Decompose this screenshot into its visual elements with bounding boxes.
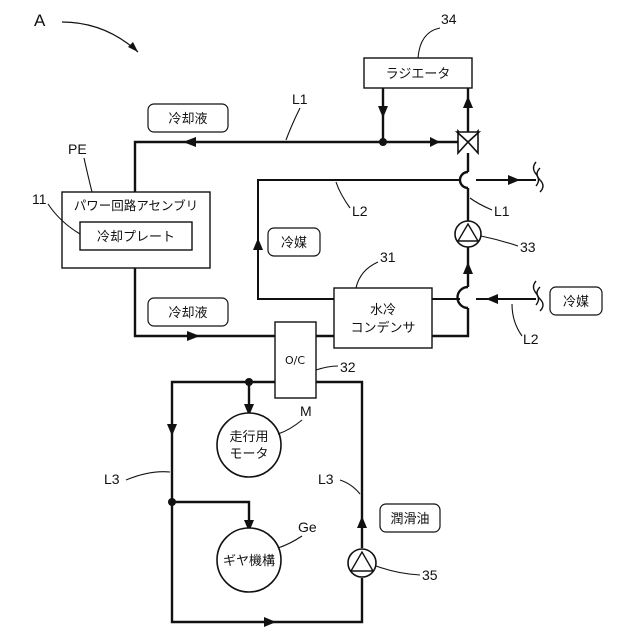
ref-condenser: 31 — [380, 249, 396, 265]
ref-l1-top: L1 — [292, 91, 308, 107]
ref-l3-right: L3 — [318, 471, 334, 487]
leader-l3-left — [126, 472, 170, 480]
lube-oil-label: 潤滑油 — [390, 512, 429, 527]
l3-junction-top — [245, 378, 253, 386]
leader-oc — [316, 366, 338, 370]
leader-l2-right — [512, 304, 522, 336]
leader-condenser — [356, 262, 378, 288]
leader-gear — [278, 536, 302, 548]
l2-break-bottom — [534, 281, 539, 305]
leader-l2-mid — [336, 182, 350, 208]
l1-flow-arrow-top — [183, 137, 196, 147]
oil-cooler-label: O/C — [285, 354, 305, 367]
ref-assembly: 11 — [32, 191, 47, 207]
figure-label: A — [34, 11, 46, 30]
l2-out-arrow — [508, 175, 520, 185]
ref-pump-35: 35 — [422, 567, 438, 583]
leader-l1-top — [286, 108, 300, 140]
condenser-box — [334, 288, 432, 348]
l1-junction-dot — [379, 138, 387, 146]
ref-l2-mid: L2 — [352, 203, 368, 219]
three-way-valve — [457, 131, 479, 153]
l2-in-arrow — [486, 294, 498, 304]
travel-motor — [217, 413, 281, 477]
ref-radiator: 34 — [441, 11, 457, 27]
l3-bottom-arrow — [264, 617, 276, 627]
motor-label-line2: モータ — [229, 447, 268, 462]
condenser-label-line1: 水冷 — [370, 303, 396, 318]
condenser-label-line2: コンデンサ — [350, 320, 415, 336]
l1-crossover-hop-upper — [460, 172, 468, 188]
l1-flow-arrow-to-junction — [430, 137, 440, 147]
ref-oc: 32 — [340, 359, 356, 375]
gear-label: ギヤ機構 — [223, 554, 275, 569]
l1-top-line — [135, 142, 458, 192]
refrigerant-left-label: 冷媒 — [281, 236, 307, 251]
ref-l1-right: L1 — [494, 203, 510, 219]
l2-break-top — [534, 162, 539, 186]
radiator-label: ラジエータ — [386, 67, 451, 82]
leader-l1-right — [470, 198, 492, 210]
ref-gear: Ge — [298, 519, 317, 535]
leader-radiator — [418, 28, 440, 58]
valve-up-arrow — [463, 96, 473, 108]
ref-pump-33: 33 — [520, 239, 536, 255]
coolant-bottom-label: 冷却液 — [168, 306, 207, 321]
ref-motor: M — [300, 403, 312, 419]
leader-pe — [84, 158, 92, 192]
radiator-down-arrow — [378, 106, 388, 118]
cooling-plate-label: 冷却プレート — [97, 230, 175, 245]
leader-pump-33 — [481, 236, 518, 246]
l3-to-gear — [172, 502, 249, 526]
l1-crossover-hop-lower — [458, 287, 468, 308]
ref-pe: PE — [68, 141, 87, 157]
coolant-top-label: 冷却液 — [168, 112, 207, 127]
l1-flow-arrow-bottom — [187, 331, 200, 341]
l2-up-arrow — [253, 238, 263, 250]
refrigerant-right-label: 冷媒 — [563, 295, 589, 310]
l3-junction-left — [168, 498, 176, 506]
ref-l2-right: L2 — [523, 331, 539, 347]
l3-right-up — [316, 382, 362, 548]
l1-up-arrow-lower — [463, 262, 473, 274]
motor-label-line1: 走行用 — [229, 430, 268, 445]
leader-motor — [278, 420, 302, 434]
l3-down-arrow — [167, 424, 177, 436]
leader-pump-35 — [376, 566, 420, 575]
l3-up-arrow — [357, 516, 367, 528]
power-circuit-assembly-label: パワー回路アセンブリ — [74, 198, 198, 213]
figure-label-arrowhead — [128, 42, 138, 52]
ref-l3-left: L3 — [104, 471, 120, 487]
figure-label-arrow — [62, 22, 138, 52]
leader-l3-right — [340, 480, 360, 494]
